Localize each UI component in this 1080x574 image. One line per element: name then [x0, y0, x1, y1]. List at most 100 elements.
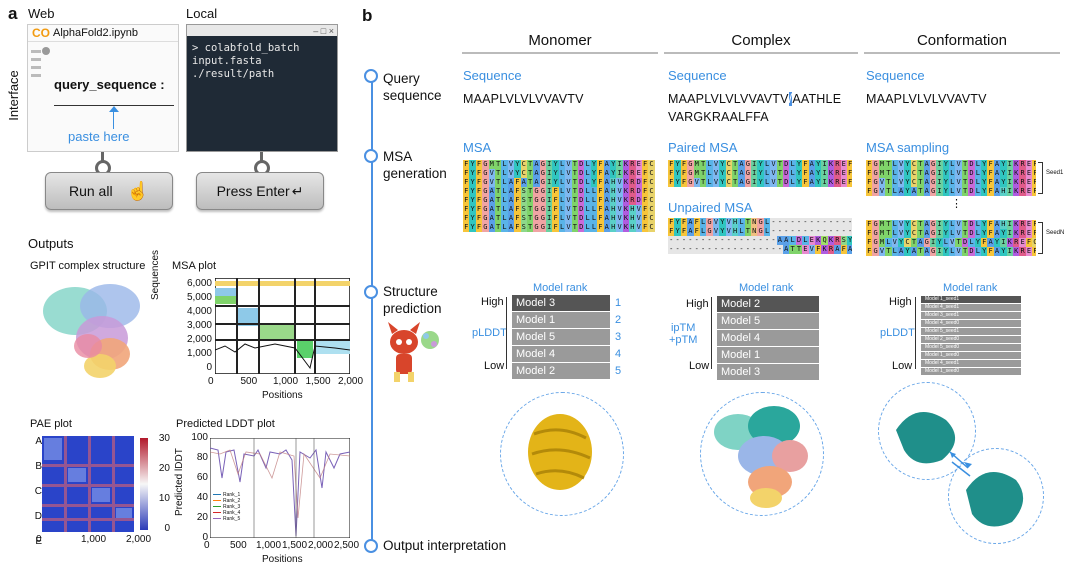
complex-structure-circle	[700, 392, 824, 516]
conformation-model-item: Model 2_seed0	[921, 336, 1021, 343]
outputs-heading: Outputs	[28, 236, 74, 251]
row-label-structure: Structure prediction	[383, 284, 442, 316]
msa-plot-xtick: 1,500	[305, 376, 331, 387]
pae-colorbar-tick: 0	[164, 523, 170, 534]
lddt-legend-item: Rank_2	[213, 498, 240, 504]
panel-b-letter: b	[362, 6, 373, 25]
run-all-label: Run all	[68, 183, 113, 199]
colabfold-mascot-image	[388, 322, 439, 382]
conformation-model-item: Model 4_seed1	[921, 304, 1021, 311]
conformation-model-item: Model 4_seed1	[921, 360, 1021, 367]
msa-plot-xtick: 1,000	[273, 376, 299, 387]
monomer-high-label: High	[481, 296, 504, 308]
gpit-structure-label: GPIT complex structure	[30, 260, 146, 272]
lddt-plot-xlabel: Positions	[262, 554, 303, 565]
step-marker	[364, 539, 378, 553]
conformation-b-circle	[948, 448, 1044, 544]
msa-plot-ytick: 3,000	[186, 320, 212, 331]
query-sequence-input[interactable]	[54, 105, 174, 106]
msa-plot-xtick: 500	[240, 376, 258, 387]
unpaired-msa-label: Unpaired MSA	[668, 200, 753, 215]
conformation-sequence-label: Sequence	[866, 68, 925, 83]
paste-here-label: paste here	[68, 129, 130, 144]
pae-colorbar	[140, 438, 148, 530]
terminal-titlebar: – □ ×	[187, 25, 337, 36]
monomer-structure-image	[528, 414, 592, 490]
rank-number: 4	[615, 348, 622, 360]
msa-sampling-seedN-block: FGMTLVYCTAGIYLVTDLYFAHIKREFCFGMTLVYCTAGI…	[866, 220, 1036, 256]
workflow-timeline	[371, 76, 373, 546]
lddt-legend-item: Rank_1	[213, 492, 240, 498]
rank-number: 5	[615, 365, 622, 377]
unpaired-msa-block: FYFAFLGVYVHLTNGL--------------FYFAFLGVYV…	[668, 218, 852, 254]
lddt-plot-xtick: 2,000	[308, 540, 334, 551]
rank-axis-arrow	[506, 297, 507, 369]
lddt-plot-xtick: 0	[204, 540, 210, 551]
msa-row: FGVTLAYATAGIYLVTDLYFAHIKREFC	[866, 187, 1036, 196]
step-marker	[364, 149, 378, 163]
monomer-sequence: MAAPLVLVLVVAVTV	[463, 92, 584, 106]
pae-xtick: 0	[36, 534, 42, 545]
enter-key-icon: ↵	[291, 182, 304, 199]
lddt-plot-xtick: 1,500	[282, 540, 308, 551]
complex-model-item: Model 4	[717, 330, 819, 346]
pae-row-label: C	[34, 486, 42, 497]
monomer-model-item: Model 5	[512, 329, 610, 345]
msa-plot-chart	[215, 278, 350, 374]
pae-row-label: B	[35, 461, 42, 472]
complex-sequence-chain-b: AATHLE	[792, 92, 842, 106]
msa-plot-xtick: 2,000	[338, 376, 364, 387]
press-enter-button[interactable]: Press Enter ↵	[196, 172, 324, 210]
conformation-model-item: Model 5_seed1	[921, 328, 1021, 335]
lddt-plot-xtick: 2,500	[334, 540, 360, 551]
lddt-plot-ytick: 60	[196, 472, 208, 483]
arrow-up-icon	[113, 109, 114, 129]
lddt-plot-chart	[210, 438, 350, 538]
conformation-model-item: Model 5_seed0	[921, 344, 1021, 351]
rank-number: 3	[615, 331, 622, 343]
pae-xtick: 2,000	[126, 534, 152, 545]
msa-plot-label: MSA plot	[172, 260, 217, 272]
interface-label: Interface	[5, 70, 21, 121]
conf-plddt-label: pLDDT	[880, 327, 915, 339]
complex-model-item: Model 3	[717, 364, 819, 380]
seedN-label: SeedN	[1046, 230, 1065, 236]
lddt-plot-ytick: 40	[196, 492, 208, 503]
complex-structure-image	[714, 406, 808, 508]
colab-notebook-window: CO AlphaFold2.ipynb query_sequence : pas…	[27, 24, 179, 152]
rank-number: 1	[615, 297, 622, 309]
conformation-structure-images	[896, 412, 1024, 527]
msa-plot-xtick: 0	[208, 376, 214, 387]
conformation-model-item: Model 3_seed1	[921, 312, 1021, 319]
lddt-plot-ytick: 20	[196, 512, 208, 523]
paired-msa-label: Paired MSA	[668, 140, 738, 155]
seed1-bracket	[1038, 162, 1043, 194]
pae-row-label: E	[35, 536, 42, 547]
window-controls-icon[interactable]: – □ ×	[313, 25, 334, 36]
rank-axis-arrow	[915, 297, 916, 369]
conformation-model-item: Model 1_seed0	[921, 368, 1021, 375]
msa-plot-ytick: 1,000	[186, 348, 212, 359]
ellipsis-icon: ⋮	[951, 198, 962, 210]
run-all-button[interactable]: Run all ☝	[45, 172, 173, 210]
column-monomer: Monomer	[462, 32, 658, 54]
lddt-legend-item: Rank_3	[213, 504, 240, 510]
run-cell-icon[interactable]	[42, 47, 50, 55]
complex-sequence-chain-a: MAAPLVLVLVVAVTV	[668, 92, 789, 106]
monomer-model-item: Model 2	[512, 363, 610, 379]
monomer-model-rank-label: Model rank	[533, 282, 588, 294]
row-label-output: Output interpretation	[383, 538, 507, 553]
